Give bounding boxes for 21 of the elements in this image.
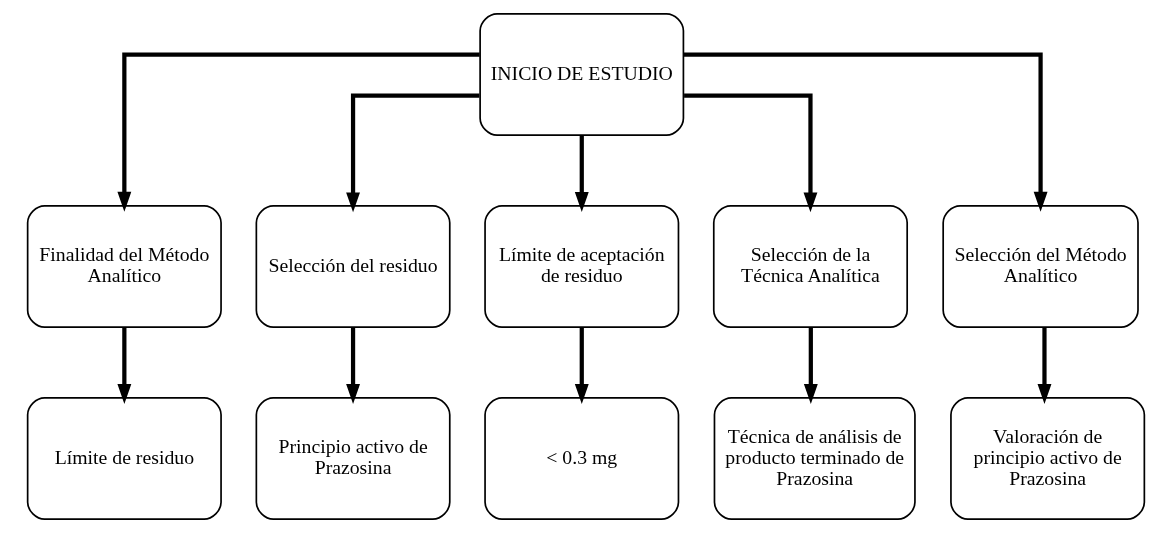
node-box: Selección del Método Analítico [942,204,1139,329]
node-box: Selección del residuo [255,204,451,329]
node-box: Técnica de análisis de producto terminado de Prazosina [713,396,916,521]
node-box: Finalidad del Método Analítico [26,204,222,329]
arrow [683,52,1048,212]
arrow [574,135,589,212]
arrow [684,93,818,213]
node-box: Principio activo de Prazosina [255,396,451,521]
node-box: Límite de aceptación de residuo [484,204,680,329]
node-box: Selección de la Técnica Analítica [712,204,909,329]
arrow [346,93,480,213]
node-box: Valoración de principio activo de Prazosina [950,396,1146,521]
arrow [117,327,132,404]
arrow [346,327,360,404]
arrow [1037,327,1052,404]
arrow [117,52,480,212]
arrow [574,327,589,404]
node-box: Límite de residuo [26,396,222,521]
arrow [803,327,818,404]
node-box: INICIO DE ESTUDIO [479,12,685,137]
node-box: < 0.3 mg [484,396,680,521]
